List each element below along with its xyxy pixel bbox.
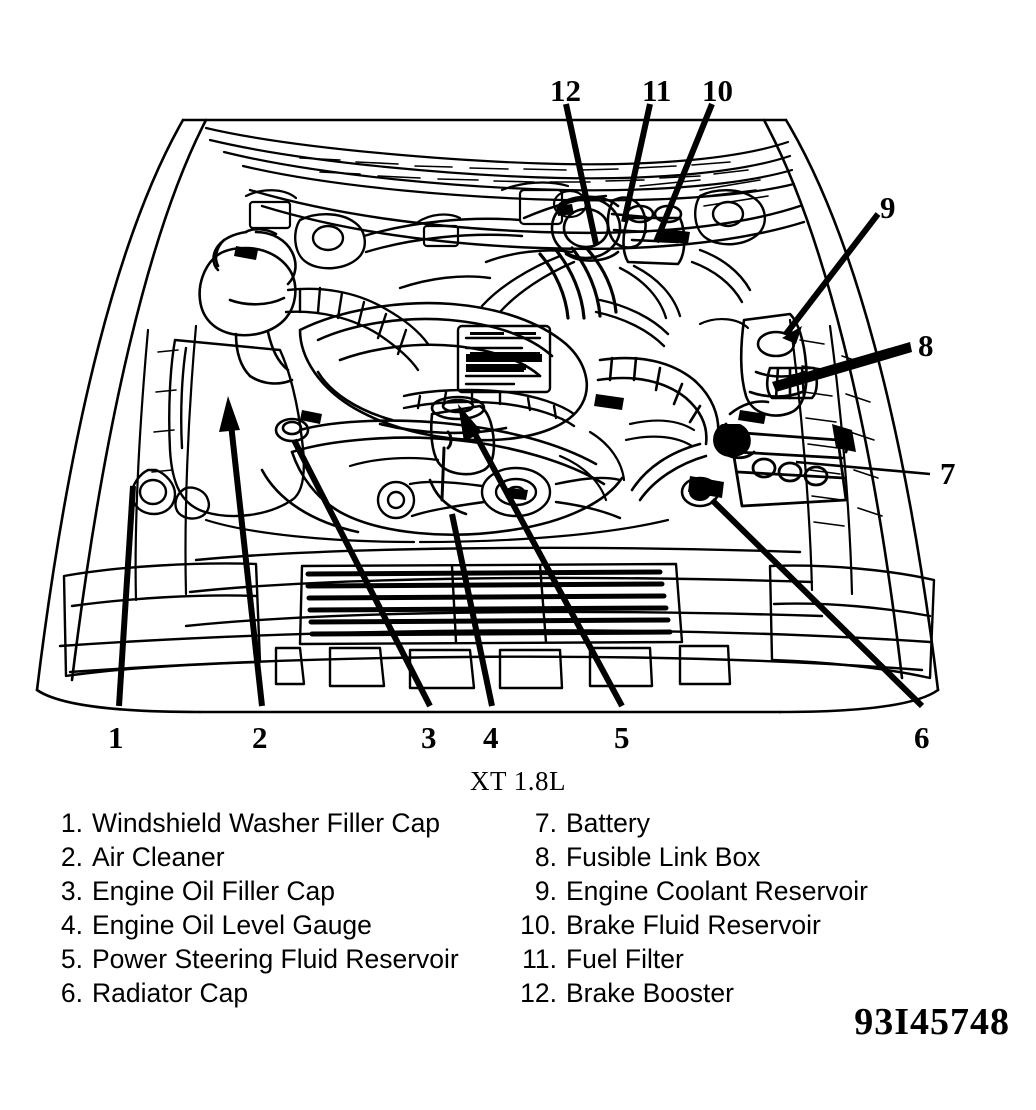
legend-label-11: Fuel Filter: [566, 944, 684, 974]
legend-number-1: 1.: [60, 808, 83, 838]
legend-label-10: Brake Fluid Reservoir: [566, 910, 821, 940]
legend-item-12: 12. Brake Booster: [518, 976, 980, 1010]
engine-block: [260, 419, 624, 536]
oil-filler-cap: [274, 417, 310, 443]
oil-level-gauge: [440, 430, 453, 502]
legend-label-1: Windshield Washer Filler Cap: [92, 808, 441, 838]
callout-number-8: 8: [918, 328, 934, 363]
ink-shadow-accents: [234, 204, 766, 500]
figure-reference-code: 93I45748: [854, 1001, 1010, 1043]
callout-number-5: 5: [614, 720, 630, 755]
legend-item-9: 9. Engine Coolant Reservoir: [518, 874, 980, 908]
legend-label-9: Engine Coolant Reservoir: [566, 876, 868, 906]
legend-label-12: Brake Booster: [566, 978, 734, 1008]
callout-leader-lines: [116, 102, 931, 709]
radiator-core-frame: [298, 562, 684, 646]
callout-number-9: 9: [880, 190, 896, 225]
legend-number-4: 4.: [60, 910, 83, 940]
legend-number-12: 12.: [520, 978, 557, 1008]
legend-item-8: 8. Fusible Link Box: [518, 840, 980, 874]
legend-number-7: 7.: [534, 808, 557, 838]
legend-label-6: Radiator Cap: [92, 978, 249, 1008]
engine-detail-lines: [204, 181, 750, 544]
leader-line-10: [653, 102, 715, 244]
battery-terminal-shading: [713, 424, 856, 458]
legend-number-11: 11.: [522, 944, 557, 974]
engine-compartment-illustration: [35, 102, 940, 714]
leader-line-3: [291, 438, 433, 708]
left-strut-tower: [294, 213, 366, 270]
inner-fender-rails: [134, 318, 854, 602]
legend-number-9: 9.: [534, 876, 557, 906]
legend-number-6: 6.: [60, 978, 83, 1008]
callout-number-3: 3: [421, 720, 437, 755]
power-steering-reservoir: [429, 395, 496, 476]
emission-label-plate: [456, 324, 552, 394]
callout-number-12: 12: [550, 73, 581, 108]
callout-number-2: 2: [252, 720, 268, 755]
legend-label-8: Fusible Link Box: [566, 842, 761, 872]
upper-radiator-hose: [596, 356, 720, 446]
right-strut-tower: [694, 189, 766, 246]
legend-number-5: 5.: [60, 944, 83, 974]
callout-number-6: 6: [914, 720, 930, 755]
legend-item-6: 6. Radiator Cap: [44, 976, 510, 1010]
legend-label-3: Engine Oil Filler Cap: [92, 876, 336, 906]
legend-label-4: Engine Oil Level Gauge: [92, 910, 372, 940]
firewall: [248, 188, 806, 251]
legend-item-4: 4. Engine Oil Level Gauge: [44, 908, 510, 942]
leader-line-5: [471, 430, 625, 708]
legend-item-7: 7. Battery: [518, 806, 980, 840]
callout-number-10: 10: [702, 73, 733, 108]
leader-arrow-5: [458, 404, 482, 442]
legend-number-10: 10.: [520, 910, 557, 940]
leader-line-1: [116, 485, 136, 707]
leader-line-7: [795, 460, 931, 476]
callout-number-4: 4: [483, 720, 499, 755]
firewall-hose-cluster: [538, 246, 618, 320]
legend-number-2: 2.: [60, 842, 83, 872]
legend-column-left: 1. Windshield Washer Filler Cap 2. Air C…: [0, 806, 510, 1010]
legend-item-11: 11. Fuel Filter: [518, 942, 980, 976]
leader-line-6: [709, 497, 925, 709]
leader-arrow-8: [772, 342, 912, 392]
callout-number-11: 11: [642, 73, 672, 108]
callout-number-7: 7: [940, 456, 956, 491]
fuel-filter: [606, 196, 648, 249]
leader-arrow-9: [782, 326, 802, 344]
leader-arrow-2: [219, 396, 240, 432]
leader-line-2: [228, 423, 265, 707]
legend-label-5: Power Steering Fluid Reservoir: [92, 944, 459, 974]
legend-label-7: Battery: [566, 808, 650, 838]
intake-manifold: [298, 301, 589, 442]
leader-line-4: [449, 513, 495, 707]
legend: 1. Windshield Washer Filler Cap 2. Air C…: [0, 806, 1036, 1010]
legend-item-1: 1. Windshield Washer Filler Cap: [44, 806, 510, 840]
legend-number-3: 3.: [60, 876, 83, 906]
callout-number-1: 1: [108, 720, 124, 755]
legend-number-8: 8.: [534, 842, 557, 872]
legend-label-2: Air Cleaner: [92, 842, 225, 872]
legend-item-3: 3. Engine Oil Filler Cap: [44, 874, 510, 908]
leader-line-9: [783, 212, 881, 336]
legend-column-right: 7. Battery 8. Fusible Link Box 9. Engine…: [510, 806, 980, 1010]
legend-item-5: 5. Power Steering Fluid Reservoir: [44, 942, 510, 976]
leader-line-11: [621, 103, 653, 223]
legend-item-2: 2. Air Cleaner: [44, 840, 510, 874]
radiator-core-fins: [305, 569, 673, 637]
leader-line-12: [563, 103, 599, 245]
model-title: XT 1.8L: [470, 766, 566, 796]
legend-item-10: 10. Brake Fluid Reservoir: [518, 908, 980, 942]
air-intake-duct: [284, 286, 430, 372]
